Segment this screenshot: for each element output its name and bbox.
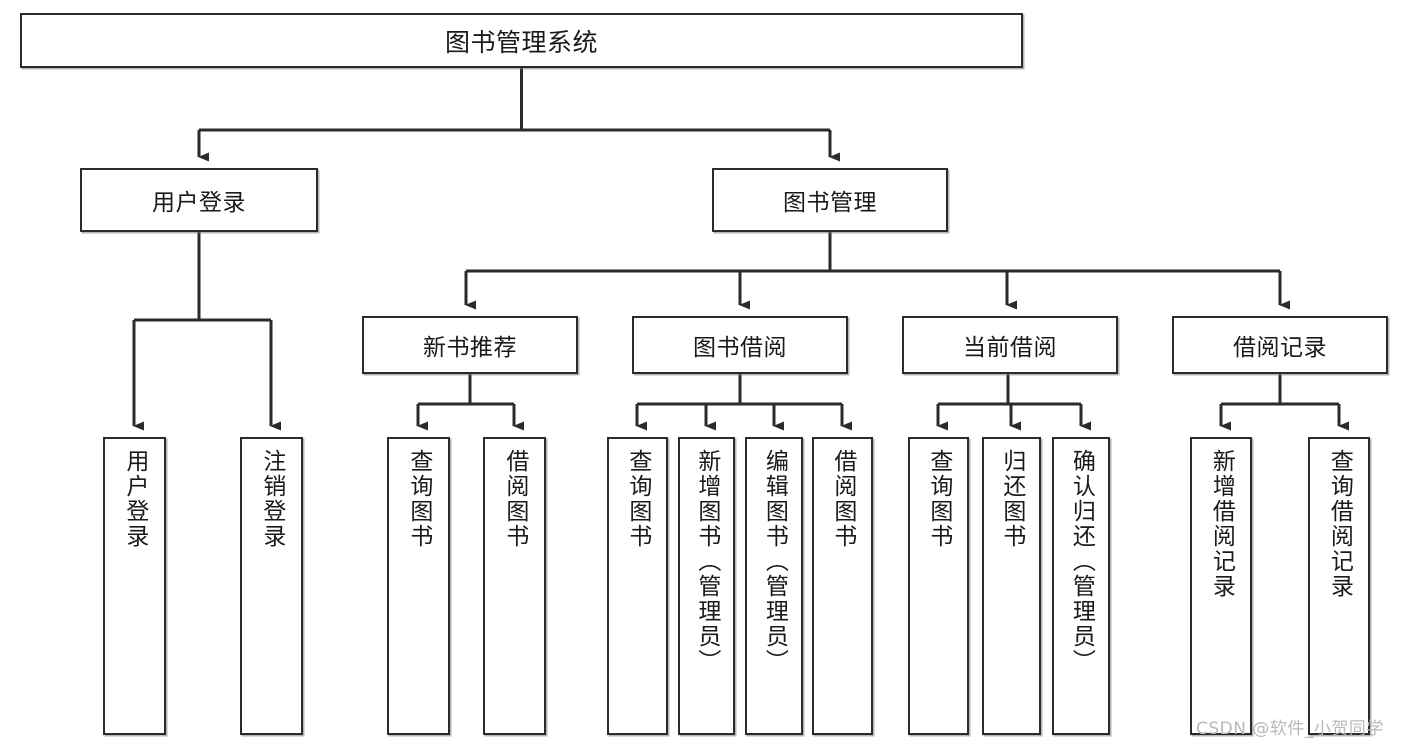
node-new-book-recommend[interactable]: 新书推荐: [362, 316, 578, 374]
node-root-label: 图书管理系统: [444, 27, 598, 57]
node-leaf-borrow-book-2-label: 借阅图书: [829, 449, 856, 549]
node-leaf-query-book-1-label: 查询图书: [405, 449, 432, 549]
node-new-book-recommend-label: 新书推荐: [423, 335, 517, 361]
node-leaf-return-book[interactable]: 归还图书: [982, 437, 1041, 735]
node-leaf-add-book[interactable]: 新增图书（管理员）: [678, 437, 735, 735]
node-leaf-query-record-label: 查询借阅记录: [1326, 449, 1353, 599]
node-leaf-query-book-1[interactable]: 查询图书: [387, 437, 450, 735]
node-leaf-add-record[interactable]: 新增借阅记录: [1190, 437, 1252, 735]
node-leaf-query-book-2-label: 查询图书: [624, 449, 651, 549]
node-leaf-user-logout-label: 注销登录: [258, 449, 285, 549]
node-leaf-return-book-label: 归还图书: [998, 449, 1025, 549]
edge-group-user-login-to-leaves: [132, 232, 281, 431]
node-leaf-borrow-book-1[interactable]: 借阅图书: [483, 437, 546, 735]
node-leaf-confirm-return-label: 确认归还（管理员）: [1068, 449, 1095, 674]
node-user-login-label: 用户登录: [152, 190, 246, 216]
node-leaf-borrow-book-1-label: 借阅图书: [501, 449, 528, 549]
node-leaf-confirm-return[interactable]: 确认归还（管理员）: [1052, 437, 1110, 735]
node-leaf-user-login[interactable]: 用户登录: [103, 437, 166, 735]
node-leaf-user-login-label: 用户登录: [121, 449, 148, 549]
edge-group-new-book-recommend-to-leaves: [416, 374, 524, 431]
node-current-borrow-label: 当前借阅: [963, 335, 1057, 361]
node-leaf-edit-book-label: 编辑图书（管理员）: [761, 449, 788, 674]
edge-group-book-manage-to-level3: [464, 232, 1290, 310]
node-leaf-query-book-3-label: 查询图书: [925, 449, 952, 549]
node-book-manage[interactable]: 图书管理: [712, 168, 948, 232]
node-book-manage-label: 图书管理: [783, 190, 877, 216]
node-leaf-add-book-label: 新增图书（管理员）: [693, 449, 720, 674]
node-current-borrow[interactable]: 当前借阅: [902, 316, 1118, 374]
node-borrow-record-label: 借阅记录: [1233, 335, 1327, 361]
edge-group-borrow-record-to-leaves: [1219, 374, 1349, 431]
node-book-borrow[interactable]: 图书借阅: [632, 316, 848, 374]
node-root[interactable]: 图书管理系统: [20, 13, 1023, 68]
node-borrow-record[interactable]: 借阅记录: [1172, 316, 1388, 374]
node-leaf-query-record[interactable]: 查询借阅记录: [1308, 437, 1370, 735]
node-user-login[interactable]: 用户登录: [80, 168, 318, 232]
node-leaf-user-logout[interactable]: 注销登录: [240, 437, 303, 735]
node-leaf-edit-book[interactable]: 编辑图书（管理员）: [745, 437, 803, 735]
edge-group-current-borrow-to-leaves: [936, 374, 1091, 431]
edge-group-root-to-level2: [197, 68, 840, 162]
node-leaf-query-book-3[interactable]: 查询图书: [908, 437, 969, 735]
edge-group-book-borrow-to-leaves: [635, 374, 852, 431]
node-leaf-borrow-book-2[interactable]: 借阅图书: [812, 437, 873, 735]
node-leaf-add-record-label: 新增借阅记录: [1208, 449, 1235, 599]
watermark: CSDN @软件_小贺同学: [1196, 719, 1384, 739]
node-leaf-query-book-2[interactable]: 查询图书: [607, 437, 668, 735]
node-book-borrow-label: 图书借阅: [693, 335, 787, 361]
